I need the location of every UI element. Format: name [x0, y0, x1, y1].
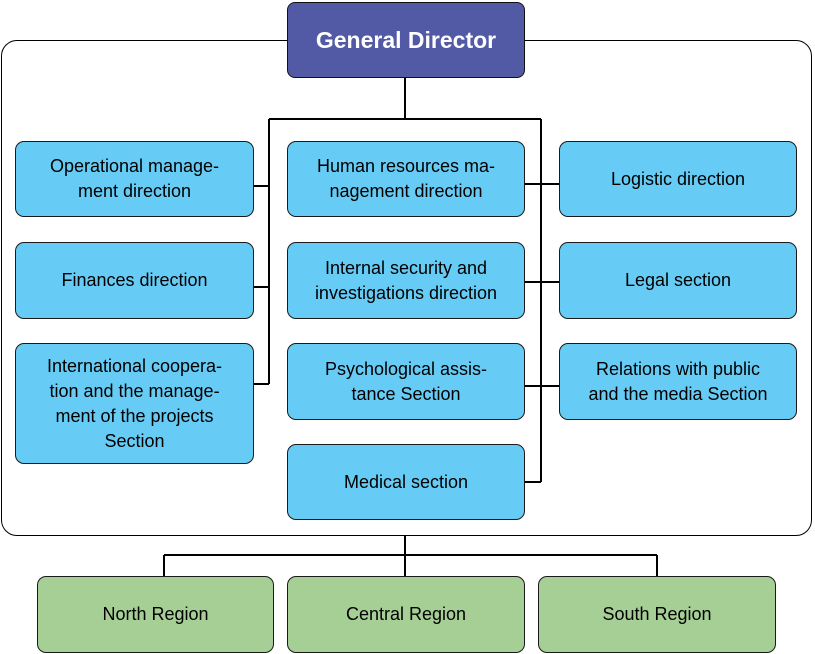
human-resources-box: Human resources ma-nagement direction	[287, 141, 525, 217]
legal-section-label: Legal section	[624, 270, 732, 290]
central-region-box: Central Region	[287, 576, 525, 653]
general-director-label: General Director	[315, 26, 497, 53]
medical-section-label: Medical section	[343, 471, 469, 492]
north-region-label: North Region	[102, 604, 209, 624]
logistic-direction-label: Logistic direction	[610, 168, 746, 189]
north-region-box: North Region	[37, 576, 274, 653]
international-cooperation-label: International coopera-tion and the manag…	[46, 355, 223, 451]
central-region-label: Central Region	[345, 604, 467, 624]
legal-section-box: Legal section	[559, 242, 797, 319]
human-resources-label: Human resources ma-nagement direction	[316, 156, 496, 201]
operational-management-label: Operational manage-ment direction	[49, 156, 220, 201]
south-region-label: South Region	[602, 604, 712, 624]
psychological-assistance-box: Psychological assis-tance Section	[287, 343, 525, 420]
finances-label: Finances direction	[61, 270, 208, 290]
operational-management-box: Operational manage-ment direction	[15, 141, 254, 217]
south-region-box: South Region	[538, 576, 776, 653]
general-director-box: General Director	[287, 2, 525, 78]
psychological-assistance-label: Psychological assis-tance Section	[324, 358, 488, 404]
finances-box: Finances direction	[15, 242, 254, 319]
logistic-direction-box: Logistic direction	[559, 141, 797, 217]
international-cooperation-box: International coopera-tion and the manag…	[15, 343, 254, 464]
medical-section-box: Medical section	[287, 444, 525, 520]
